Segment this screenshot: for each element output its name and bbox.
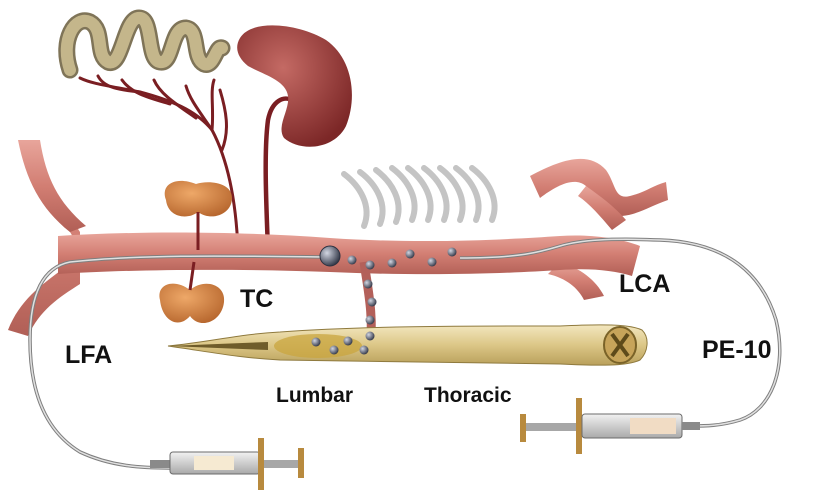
balloon — [320, 246, 340, 266]
aorta — [58, 233, 640, 277]
pe10-label: PE-10 — [702, 338, 771, 363]
lca-label: LCA — [619, 272, 670, 297]
mesenteric-vessels — [80, 76, 238, 250]
upper-gland — [165, 181, 232, 217]
thoracic-label: Thoracic — [424, 385, 512, 406]
kidney — [237, 25, 352, 146]
tc-label: TC — [240, 287, 273, 312]
ribs — [344, 168, 495, 226]
lfa-label: LFA — [65, 343, 112, 368]
left-syringe — [150, 438, 304, 490]
right-syringe — [520, 398, 700, 454]
lower-gland — [159, 284, 224, 323]
cord-cross-section — [604, 327, 636, 363]
lumbar-label: Lumbar — [276, 385, 353, 406]
